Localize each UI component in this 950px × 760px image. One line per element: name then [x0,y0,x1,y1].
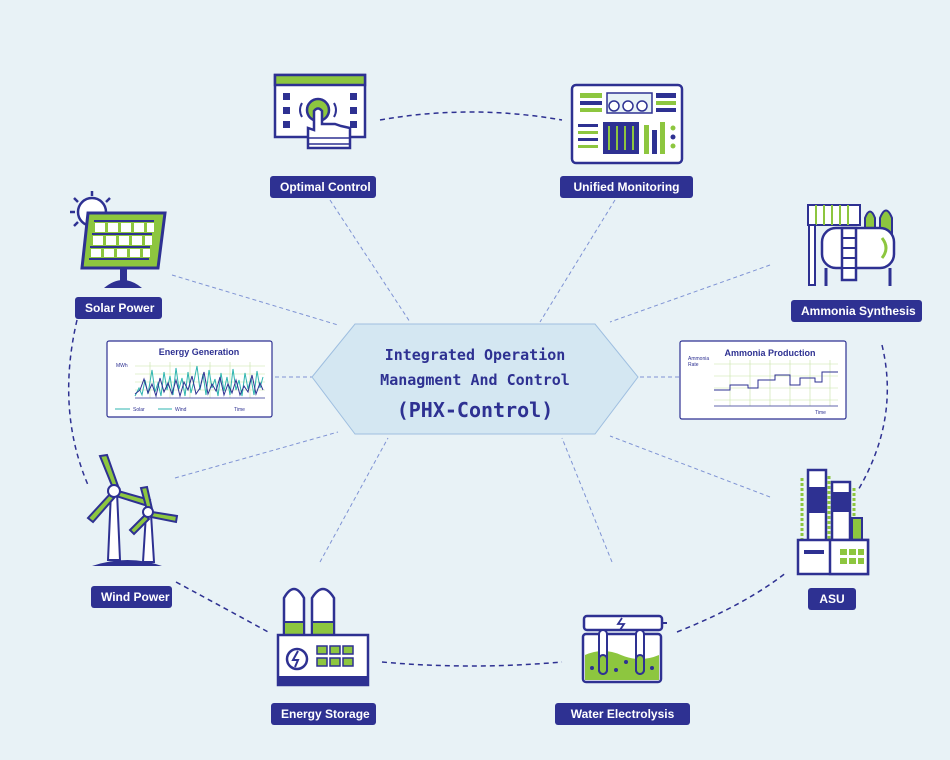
solar-panel-icon [70,191,167,288]
node-label-wind-power: Wind Power [91,586,172,608]
outer-ring [67,111,889,667]
node-label-water-electrolysis: Water Electrolysis [555,703,690,725]
electrolyzer-icon [581,614,667,684]
node-label-optimal-control: Optimal Control [270,176,376,198]
energy-legend-wind: Wind [175,407,187,413]
air-separation-unit-icon [796,468,870,576]
central-hub: Integrated Operation Managment And Contr… [311,323,639,435]
hub-line-1: Integrated Operation [385,346,566,364]
ammonia-chart-title: Ammonia Production [724,348,815,358]
energy-chart-title: Energy Generation [159,347,240,357]
touch-panel-icon [273,73,367,150]
ammonia-plant-icon [807,204,896,286]
node-label-energy-storage: Energy Storage [271,703,376,725]
node-label-solar-power: Solar Power [75,297,162,319]
energy-generation-chart: Energy Generation MWh Solar Wind Time [106,340,273,418]
hub-line-2: Managment And Control [380,371,570,389]
node-label-ammonia-synthesis: Ammonia Synthesis [791,300,922,322]
energy-chart-x-label: Time [234,407,245,413]
wind-turbine-icon [86,453,179,566]
ammonia-chart-y-label-2: Rate [688,362,699,368]
spokes [171,199,771,563]
ammonia-chart-y-label-1: Ammonia [688,356,709,362]
energy-chart-y-unit: MWh [116,363,128,369]
hub-line-3: (PHX-Control) [397,398,554,422]
ammonia-production-chart: Ammonia Production Ammonia Rate Time [679,340,847,420]
node-label-asu: ASU [808,588,856,610]
node-label-unified-monitoring: Unified Monitoring [560,176,693,198]
monitoring-dashboard-icon [570,83,684,165]
energy-legend-solar: Solar [133,407,145,413]
ammonia-chart-x-label: Time [815,410,826,416]
energy-storage-icon [276,587,370,687]
